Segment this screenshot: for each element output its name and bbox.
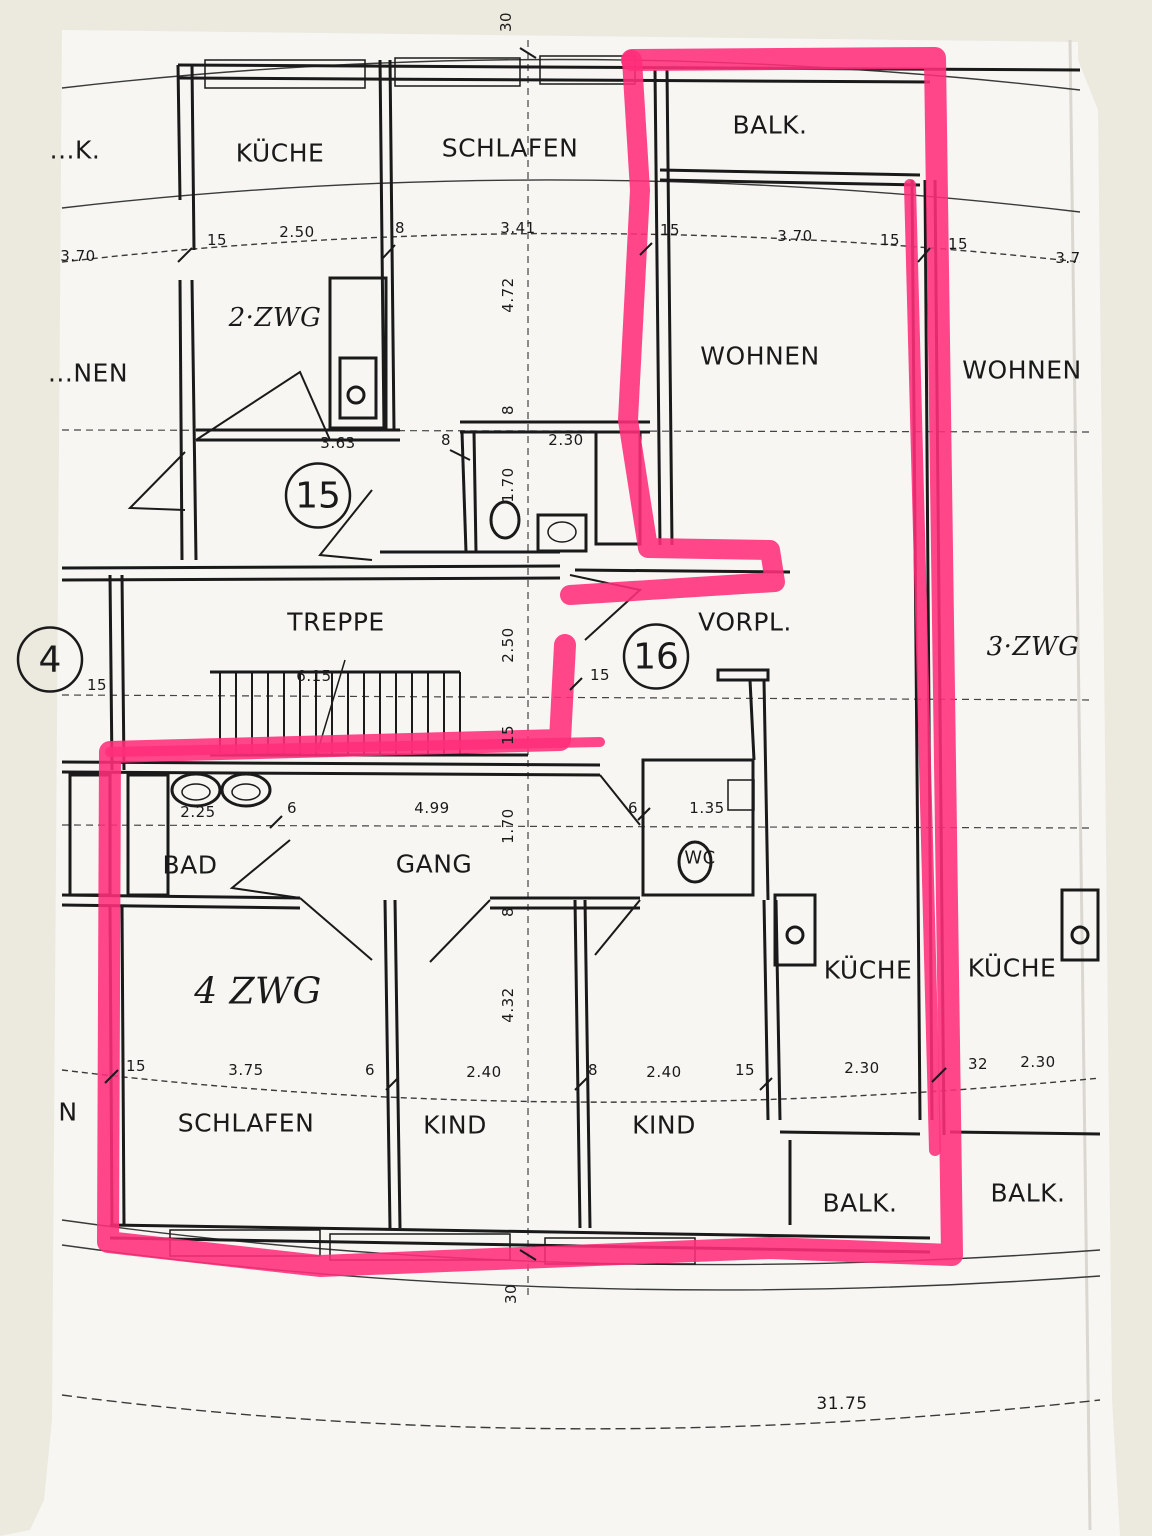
n-label-left: N — [58, 1097, 78, 1127]
unit-number-16: 16 — [621, 622, 691, 697]
dim-15-b: 15 — [659, 221, 681, 239]
dim-bottom-30: 30 — [502, 1283, 520, 1305]
dimension-ticks — [104, 47, 947, 1261]
unit-number-15: 15 — [283, 461, 353, 536]
dim-32: 32 — [967, 1055, 989, 1073]
handwritten-4-zwg: 4 ZWG — [194, 971, 322, 1013]
unit-number-15-text: 15 — [295, 476, 341, 517]
dim-8-vertical: 8 — [499, 906, 517, 918]
dim-1-35: 1.35 — [689, 799, 725, 817]
dim-15-f: 15 — [734, 1061, 756, 1079]
dim-3-63: 3.63 — [320, 434, 356, 452]
dim-2-30: 2.30 — [844, 1059, 880, 1077]
dim-2-50-vertical: 2.50 — [499, 627, 517, 663]
dim-15-a: 15 — [206, 231, 228, 249]
kind-label-2: KIND — [632, 1110, 696, 1140]
balk-label-top: BALK. — [732, 110, 808, 140]
balk-label-bottom-2: BALK. — [990, 1178, 1066, 1208]
handwritten-3-zwg: 3·ZWG — [986, 632, 1080, 662]
balk-label-bottom-1: BALK. — [822, 1188, 898, 1218]
dim-2-40-a: 2.40 — [466, 1063, 502, 1081]
vorpl-label: VORPL. — [698, 607, 792, 637]
schlafen-label-bottom: SCHLAFEN — [177, 1108, 315, 1138]
schlafen-label-top: SCHLAFEN — [441, 133, 579, 163]
dim-15-e: 15 — [125, 1057, 147, 1075]
dim-8-d: 8 — [587, 1061, 599, 1079]
dim-6-b: 6 — [627, 799, 639, 817]
dim-15-vertical: 15 — [499, 724, 517, 746]
dim-3-75: 3.75 — [228, 1061, 264, 1079]
dim-8-c: 8 — [440, 431, 452, 449]
dim-31-75-total: 31.75 — [816, 1394, 868, 1414]
kueche-label-right2: KÜCHE — [967, 953, 1057, 983]
dim-6-a: 6 — [286, 799, 298, 817]
wohnen-label-middle: WOHNEN — [700, 341, 820, 371]
highlighted-apartment-outline — [97, 47, 963, 1277]
dim-4-32: 4.32 — [499, 987, 517, 1023]
dim-15-vorpl: 15 — [589, 666, 611, 684]
kind-label-1: KIND — [423, 1110, 487, 1140]
handwritten-2-zwg: 2·ZWG — [228, 303, 322, 333]
dim-2-40-b: 2.40 — [646, 1063, 682, 1081]
bad-label: BAD — [162, 850, 218, 880]
paper-sheet — [0, 30, 1120, 1536]
dim-2-30-b: 2.30 — [1020, 1053, 1056, 1071]
dim-8-a: 8 — [394, 219, 406, 237]
unit-number-16-text: 16 — [633, 637, 679, 678]
gang-label: GANG — [395, 849, 473, 879]
dim-15-d: 15 — [947, 235, 969, 253]
kueche-label-right1: KÜCHE — [823, 955, 913, 985]
dim-3-7-right: 3.7 — [1055, 249, 1081, 267]
unit-number-14-text: 4 — [39, 640, 62, 681]
dim-top-30: 30 — [497, 11, 515, 33]
balk-label-top-left: ...K. — [49, 135, 101, 165]
wohnen-label-left: ...NEN — [47, 358, 129, 388]
unit-number-14-partial: 4 — [15, 625, 85, 700]
door-swings — [127, 370, 643, 963]
dim-8-b: 8 — [499, 404, 517, 416]
dim-1-70-top: 1.70 — [499, 467, 517, 503]
dim-3-41: 3.41 — [500, 219, 536, 237]
dim-4-72: 4.72 — [499, 277, 517, 313]
dim-3-70: 3.70 — [777, 227, 813, 245]
wohnen-label-right: WOHNEN — [962, 355, 1082, 385]
dim-15-stair-left: 15 — [86, 676, 108, 694]
treppe-label: TREPPE — [287, 607, 385, 637]
dim-6-15: 6.15 — [296, 667, 332, 685]
sink-symbols — [181, 521, 755, 811]
dim-1-70-vertical: 1.70 — [499, 808, 517, 844]
wc-label: WC — [684, 847, 716, 869]
dim-15-c: 15 — [879, 231, 901, 249]
dim-2-30-bath: 2.30 — [548, 431, 584, 449]
dim-3-70-left: 3.70 — [60, 247, 96, 265]
dim-2-25: 2.25 — [180, 803, 216, 821]
dim-2-50: 2.50 — [279, 223, 315, 241]
dim-6-c: 6 — [364, 1061, 376, 1079]
dim-4-99: 4.99 — [414, 799, 450, 817]
kueche-label-top: KÜCHE — [235, 138, 325, 168]
